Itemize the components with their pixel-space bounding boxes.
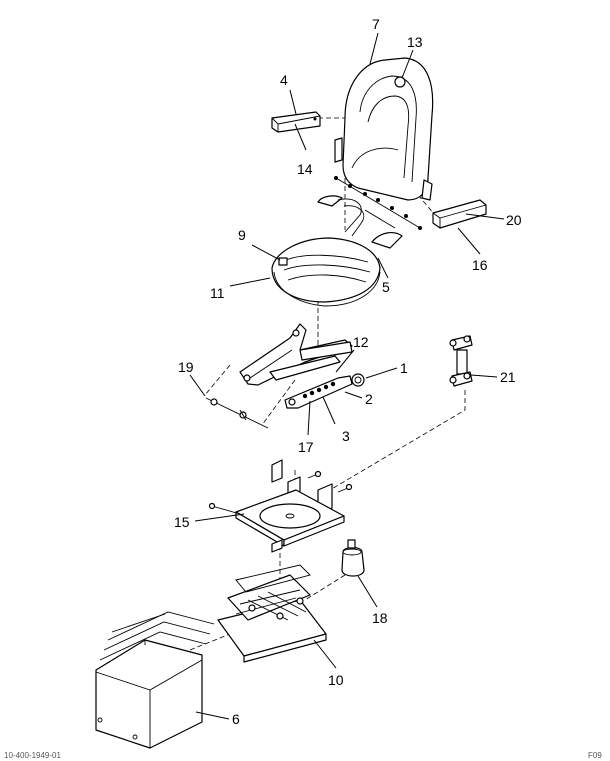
callout-9: 9	[238, 227, 246, 243]
left-armrest	[271, 111, 321, 133]
callout-3: 3	[342, 428, 350, 444]
callout-16: 16	[472, 257, 488, 273]
adjustment-knob	[351, 373, 365, 387]
release-cable	[205, 397, 269, 429]
drawing-number: 10-400-1949-01	[4, 751, 61, 760]
callout-labels: 7 13 4 14 9 11 5 20 16 12 1 2 3 17 19 21…	[174, 16, 522, 727]
callout-13: 13	[407, 34, 423, 50]
callout-17: 17	[298, 439, 314, 455]
seat-back	[334, 57, 434, 230]
callout-4: 4	[280, 72, 288, 88]
armrest-brackets	[317, 195, 403, 249]
adjustment-rail	[284, 375, 353, 409]
swivel-plate	[208, 489, 345, 553]
page-code: F09	[588, 751, 602, 760]
right-armrest	[432, 199, 487, 229]
seat-cushion	[271, 237, 381, 307]
callout-14: 14	[297, 161, 313, 177]
callout-21: 21	[500, 369, 516, 385]
shock-absorber	[449, 335, 473, 387]
air-spring	[341, 539, 365, 577]
callout-10: 10	[328, 672, 344, 688]
callout-12: 12	[353, 334, 369, 350]
callout-5: 5	[382, 279, 390, 295]
callout-6: 6	[232, 711, 240, 727]
callout-1: 1	[400, 360, 408, 376]
callout-18: 18	[372, 610, 388, 626]
seat-frame	[239, 323, 353, 386]
leader-lines	[189, 32, 505, 720]
callout-2: 2	[365, 391, 373, 407]
callout-11: 11	[210, 285, 225, 301]
suspension-cover	[95, 611, 215, 749]
callout-7: 7	[372, 16, 380, 32]
seat-suspension	[217, 564, 327, 663]
callout-15: 15	[174, 514, 190, 530]
callout-19: 19	[178, 359, 194, 375]
callout-20: 20	[506, 212, 522, 228]
